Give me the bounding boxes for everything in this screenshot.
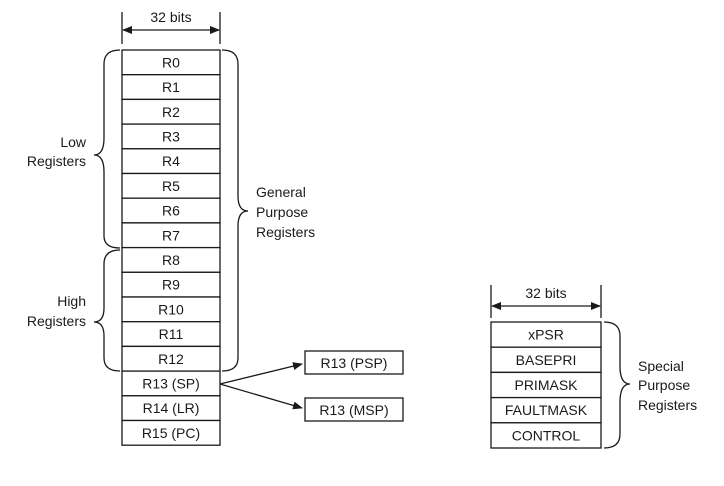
special-register-label-1: BASEPRI <box>516 352 577 368</box>
main-width-indicator: 32 bits <box>121 9 221 44</box>
main-width-label: 32 bits <box>150 9 191 25</box>
main-register-cell-2 <box>121 98 221 125</box>
main-register-label-15: R15 (PC) <box>142 425 200 441</box>
main-register-cell-6 <box>121 197 221 224</box>
psp-register-label: R13 (PSP) <box>321 355 388 371</box>
main-register-label-7: R7 <box>162 227 180 243</box>
special-register-cell-3 <box>490 396 602 424</box>
special-purpose-brace <box>603 321 631 449</box>
main-register-label-4: R4 <box>162 153 180 169</box>
main-register-cell-12 <box>121 345 221 372</box>
main-register-cell-1 <box>121 74 221 101</box>
psp-register-rect <box>304 350 404 375</box>
main-register-label-2: R2 <box>162 104 180 120</box>
main-register-label-6: R6 <box>162 203 180 219</box>
main-register-cell-8 <box>121 246 221 273</box>
general-purpose-label-line3: Registers <box>256 224 315 240</box>
general-purpose-label-line1: General <box>256 184 306 200</box>
msp-register-rect <box>304 397 404 422</box>
main-register-cell-11 <box>121 321 221 348</box>
special-purpose-label-line2: Purpose <box>638 377 690 393</box>
special-width-label: 32 bits <box>525 285 566 301</box>
low-registers-label-line1: Low <box>60 134 87 150</box>
special-width-indicator: 32 bits <box>490 285 602 318</box>
low-registers-label-line2: Registers <box>27 153 86 169</box>
main-register-cell-13 <box>121 370 221 397</box>
main-register-cell-0 <box>121 49 221 76</box>
high-registers-label-line2: Registers <box>27 313 86 329</box>
special-register-stack: xPSR BASEPRI PRIMASK FAULTMASK CONTROL <box>490 321 602 449</box>
main-register-label-11: R11 <box>159 326 184 342</box>
psp-register-box: R13 (PSP) <box>304 350 404 375</box>
main-register-label-1: R1 <box>162 79 180 95</box>
main-register-label-14: R14 (LR) <box>143 400 200 416</box>
main-register-label-9: R9 <box>162 277 180 293</box>
special-purpose-label-line1: Special <box>638 358 684 374</box>
general-purpose-label-line2: Purpose <box>256 204 308 220</box>
main-register-label-13: R13 (SP) <box>142 375 200 391</box>
special-register-label-3: FAULTMASK <box>505 402 588 418</box>
msp-register-box: R13 (MSP) <box>304 397 404 422</box>
special-register-label-4: CONTROL <box>512 427 581 443</box>
main-register-cell-7 <box>121 222 221 249</box>
main-register-label-8: R8 <box>162 252 180 268</box>
main-register-label-10: R10 <box>158 301 184 317</box>
main-register-cell-9 <box>121 271 221 298</box>
high-registers-brace <box>93 249 121 372</box>
special-register-label-0: xPSR <box>528 327 564 343</box>
general-purpose-brace <box>221 49 249 372</box>
special-register-cell-0 <box>490 321 602 348</box>
main-register-label-5: R5 <box>162 178 180 194</box>
special-register-cell-4 <box>490 422 602 449</box>
special-register-cell-2 <box>490 371 602 399</box>
msp-register-label: R13 (MSP) <box>319 402 388 418</box>
main-register-label-0: R0 <box>162 54 180 70</box>
msp-arrow <box>219 383 303 410</box>
main-register-label-3: R3 <box>162 128 180 144</box>
main-register-cell-15 <box>121 419 221 446</box>
main-register-label-12: R12 <box>158 351 184 367</box>
main-register-cell-14 <box>121 395 221 422</box>
high-registers-label-line1: High <box>57 293 86 309</box>
low-registers-brace <box>93 49 121 249</box>
psp-arrow <box>219 362 303 385</box>
special-register-label-2: PRIMASK <box>514 377 578 393</box>
special-purpose-label-line3: Registers <box>638 397 697 413</box>
